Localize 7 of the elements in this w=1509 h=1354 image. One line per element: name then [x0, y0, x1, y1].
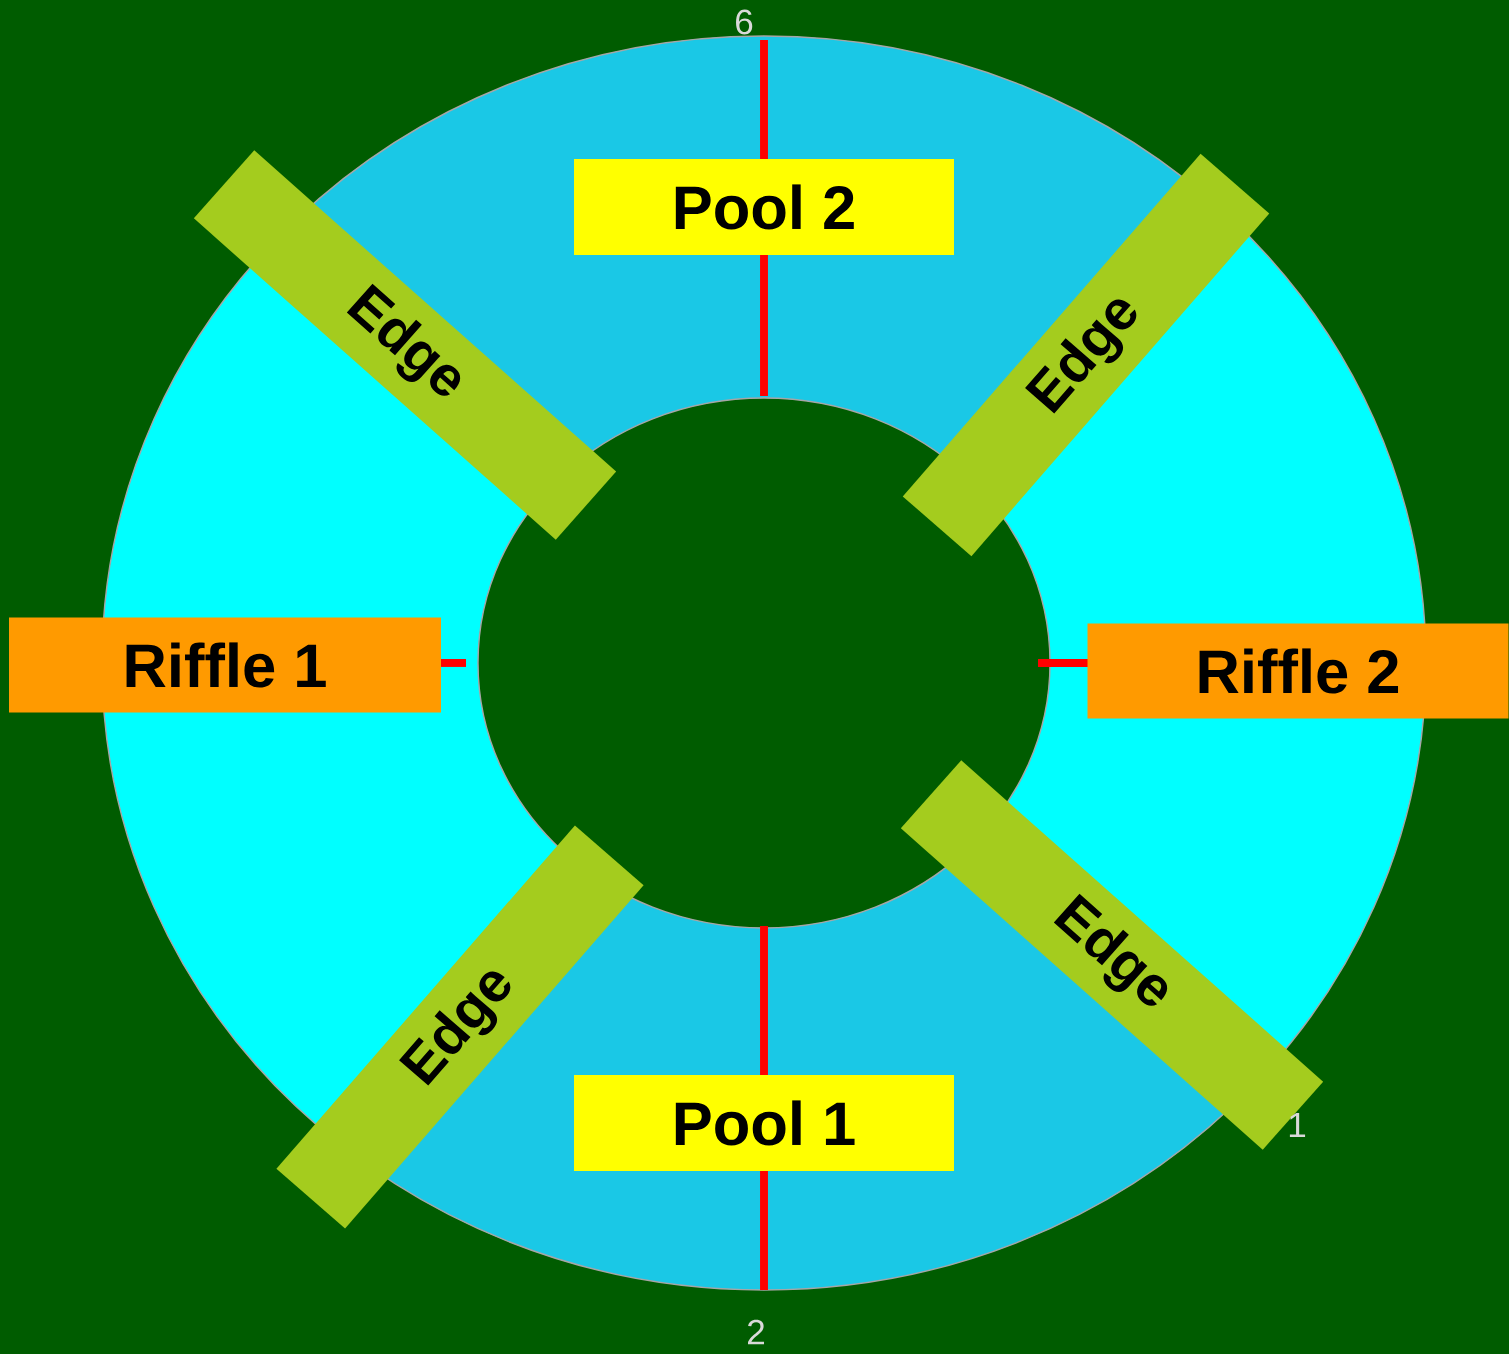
- pool-box: Pool 2: [574, 159, 954, 255]
- tick-number: 1: [1289, 1112, 1306, 1138]
- tick-number: 2: [748, 1319, 764, 1345]
- riffle-box: Riffle 2: [1087, 623, 1509, 719]
- riffle-box: Riffle 1: [9, 617, 441, 713]
- pool-box: Pool 1: [574, 1075, 954, 1171]
- tick-number: 6: [736, 9, 753, 35]
